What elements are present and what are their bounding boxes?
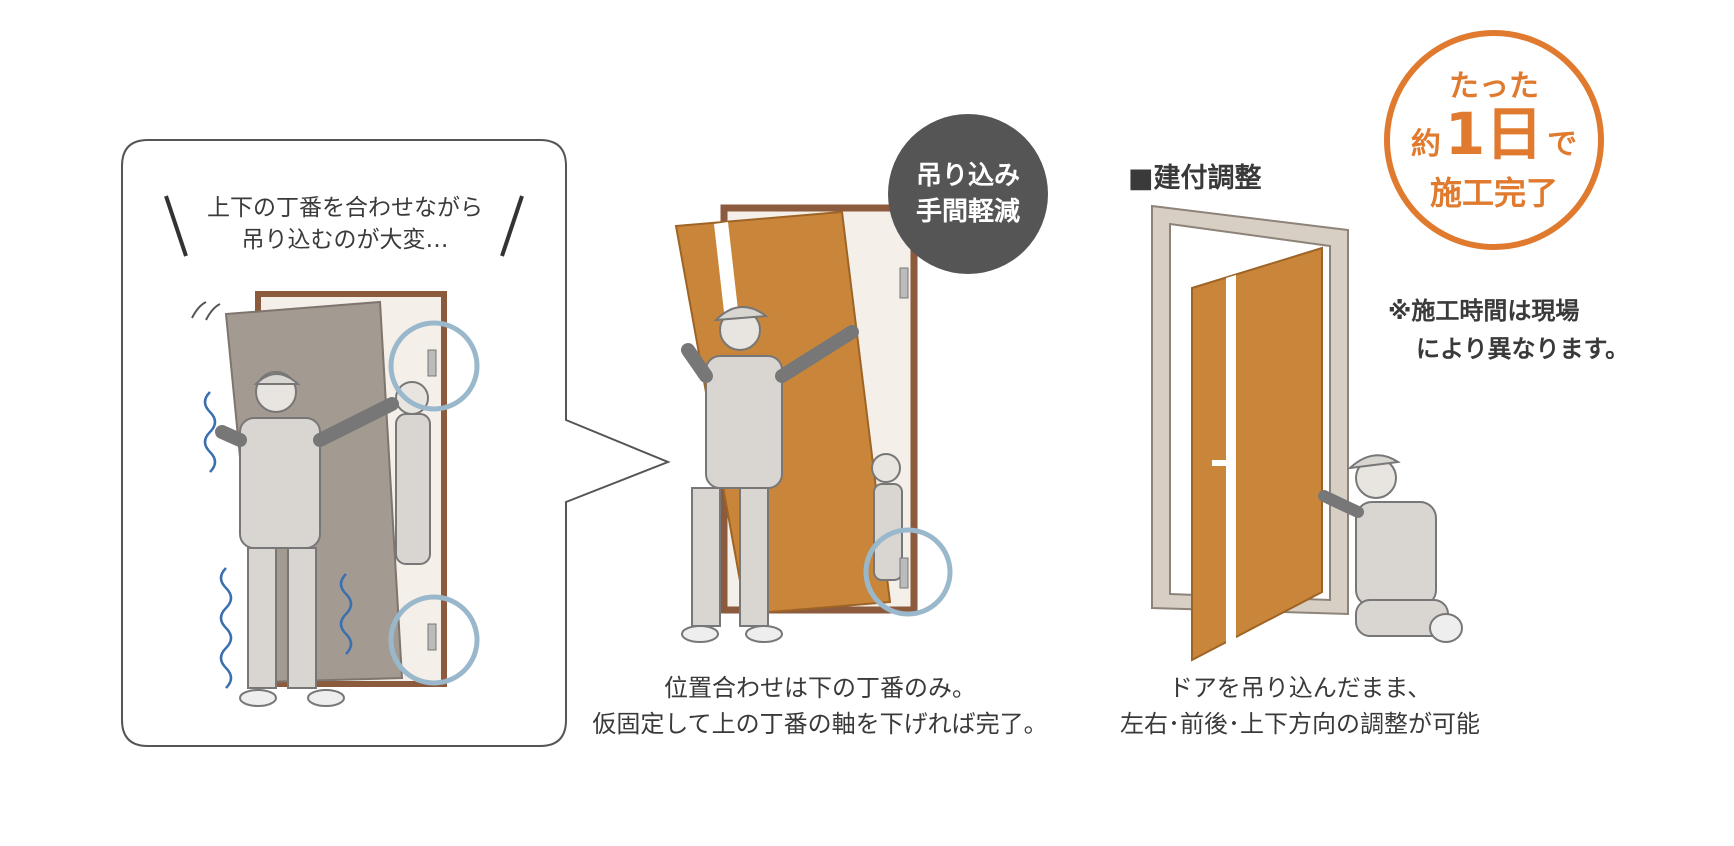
- middle-worker-front: [681, 306, 859, 643]
- badge-dark-line-2: 手間軽減: [915, 197, 1020, 227]
- badge-orange-mid: 約 1日 で: [1410, 99, 1578, 173]
- note: ※施工時間は現場 により異なります。: [1388, 292, 1629, 368]
- caption-middle-line-1: 位置合わせは下の丁番のみ。: [664, 674, 976, 702]
- right-worker: [1318, 454, 1463, 643]
- bubble-accent-right: [500, 195, 524, 257]
- middle-hinge-circle: [863, 527, 953, 617]
- bubble-line-1: 上下の丁番を合わせながら: [207, 195, 483, 221]
- left-worker-front: [215, 371, 399, 707]
- shake-mark-left-bottom: [219, 567, 233, 689]
- badge-orange-post: 施工完了: [1429, 173, 1558, 212]
- left-worker-back: [395, 381, 431, 565]
- caption-middle-line-2: 仮固定して上の丁番の軸を下げれば完了。: [592, 710, 1048, 738]
- caption-middle: 位置合わせは下の丁番のみ。 仮固定して上の丁番の軸を下げれば完了。: [580, 670, 1060, 742]
- badge-orange-mid-left: 約: [1410, 126, 1441, 162]
- caption-right-line-2: 左右･前後･上下方向の調整が可能: [1120, 710, 1480, 738]
- section-title: ■建付調整: [1128, 163, 1262, 194]
- badge-orange-mid-big: 1日: [1444, 99, 1544, 168]
- left-hinge-bottom: [427, 623, 437, 651]
- middle-hinge-bottom: [899, 557, 909, 589]
- caption-right-line-1: ドアを吊り込んだまま、: [1168, 674, 1432, 702]
- shake-mark-left-top: [203, 391, 217, 473]
- badge-one-day: たった 約 1日 で 施工完了: [1384, 30, 1604, 250]
- motion-mark: [191, 301, 221, 321]
- right-door-handle: [1212, 460, 1236, 466]
- caption-right: ドアを吊り込んだまま、 左右･前後･上下方向の調整が可能: [1090, 670, 1510, 742]
- middle-worker-back: [871, 453, 903, 581]
- right-door-panel: [1191, 246, 1323, 662]
- bubble-accent-left: [164, 195, 188, 257]
- left-hinge-circle-top: [388, 320, 480, 412]
- shake-mark-right-bottom: [339, 573, 353, 655]
- badge-dark-line-1: 吊り込み: [915, 161, 1020, 191]
- badge-orange-pre: たった: [1449, 68, 1539, 104]
- note-line-1: ※施工時間は現場: [1388, 297, 1580, 325]
- badge-reduced-effort: 吊り込み 手間軽減: [888, 114, 1048, 274]
- note-line-2: により異なります。: [1416, 335, 1630, 363]
- left-hinge-circle-bottom: [388, 594, 480, 686]
- bubble-line-2: 吊り込むのが大変…: [241, 227, 449, 253]
- middle-door-stripe: [714, 222, 738, 312]
- bubble-text: 上下の丁番を合わせながら 吊り込むのが大変…: [190, 192, 500, 256]
- badge-orange-mid-right: で: [1547, 126, 1578, 162]
- left-hinge-top: [427, 349, 437, 377]
- middle-hinge-top: [899, 267, 909, 299]
